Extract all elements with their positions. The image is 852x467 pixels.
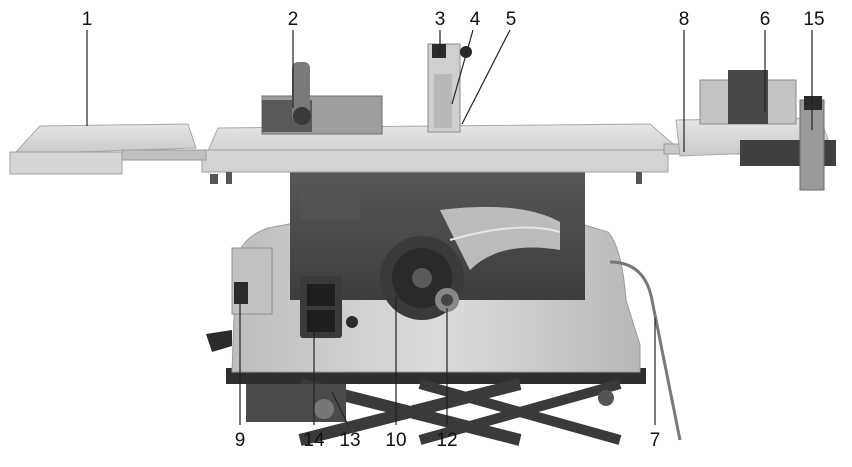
callout-4: 4 [470,9,481,30]
callout-13: 13 [339,430,360,451]
callout-7: 7 [650,430,661,451]
right-table-extension [663,70,836,191]
miter-gauge [261,62,383,135]
blade-guard [427,43,472,133]
callout-15: 15 [803,9,824,30]
table-top [201,123,682,184]
callout-6: 6 [760,9,771,30]
callout-12: 12 [436,430,457,451]
leader-lines [86,29,813,426]
side-handle [206,247,273,352]
callout-5: 5 [506,9,517,30]
switch-panel [300,276,358,338]
callout-2: 2 [288,9,299,30]
power-cord [609,260,682,441]
callout-10: 10 [385,430,406,451]
bevel-adjustment-wheel [380,236,464,320]
callout-3: 3 [435,9,446,30]
callout-14: 14 [303,430,325,451]
left-table-extension [9,123,218,184]
callout-9: 9 [235,430,246,451]
callout-labels: 1 2 3 4 5 8 6 15 9 14 13 10 12 7 [82,9,825,451]
callout-8: 8 [679,9,690,30]
table-saw-photo [9,43,836,446]
callout-1: 1 [82,9,93,30]
